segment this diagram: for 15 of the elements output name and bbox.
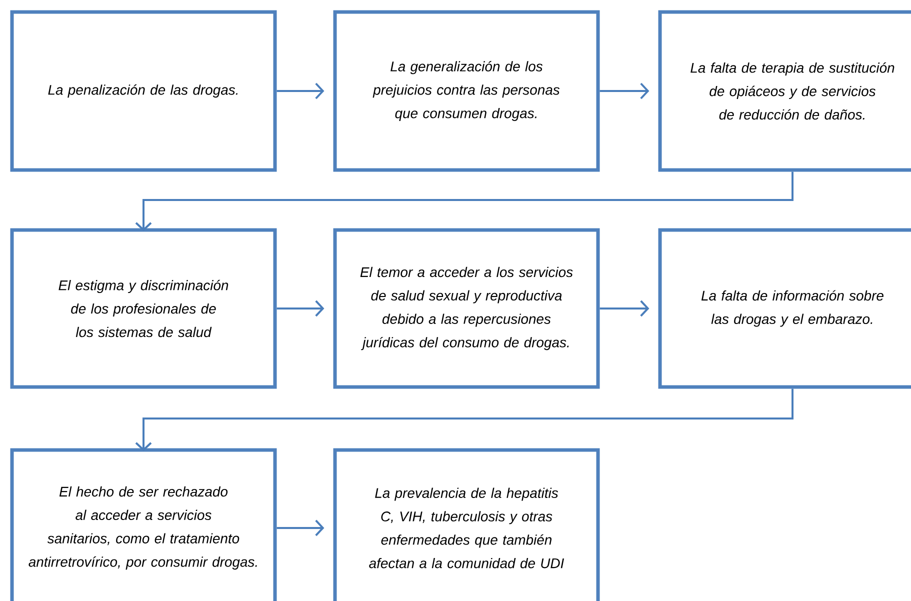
arrow (276, 82, 324, 100)
process-box: La prevalencia de la hepatitis C, VIH, tuberculosis y otras enfermedades que también afectan a la comunidad de UDI (333, 448, 600, 601)
process-box: El temor a acceder a los servicios de salud sexual y reproductiva debido a las repercusiones jurídicas del consumo de drogas. (333, 228, 600, 389)
arrow (276, 520, 324, 536)
arrow (600, 82, 650, 100)
process-box: La generalización de los prejuicios contra las personas que consumen drogas. (333, 10, 600, 172)
process-box: La falta de terapia de sustitución de opiáceos y de servicios de reducción de daños. (658, 10, 911, 172)
arrow (135, 388, 794, 452)
arrow (135, 172, 794, 232)
arrow (276, 300, 324, 317)
process-box: La penalización de las drogas. (10, 10, 277, 172)
process-box: La falta de información sobre las drogas y el embarazo. (658, 228, 911, 389)
arrow (600, 300, 650, 317)
process-box: El hecho de ser rechazado al acceder a servicios sanitarios, como el tratamiento antirretrovírico, por consumir drogas. (10, 448, 277, 601)
process-box: El estigma y discriminación de los profesionales de los sistemas de salud (10, 228, 277, 389)
